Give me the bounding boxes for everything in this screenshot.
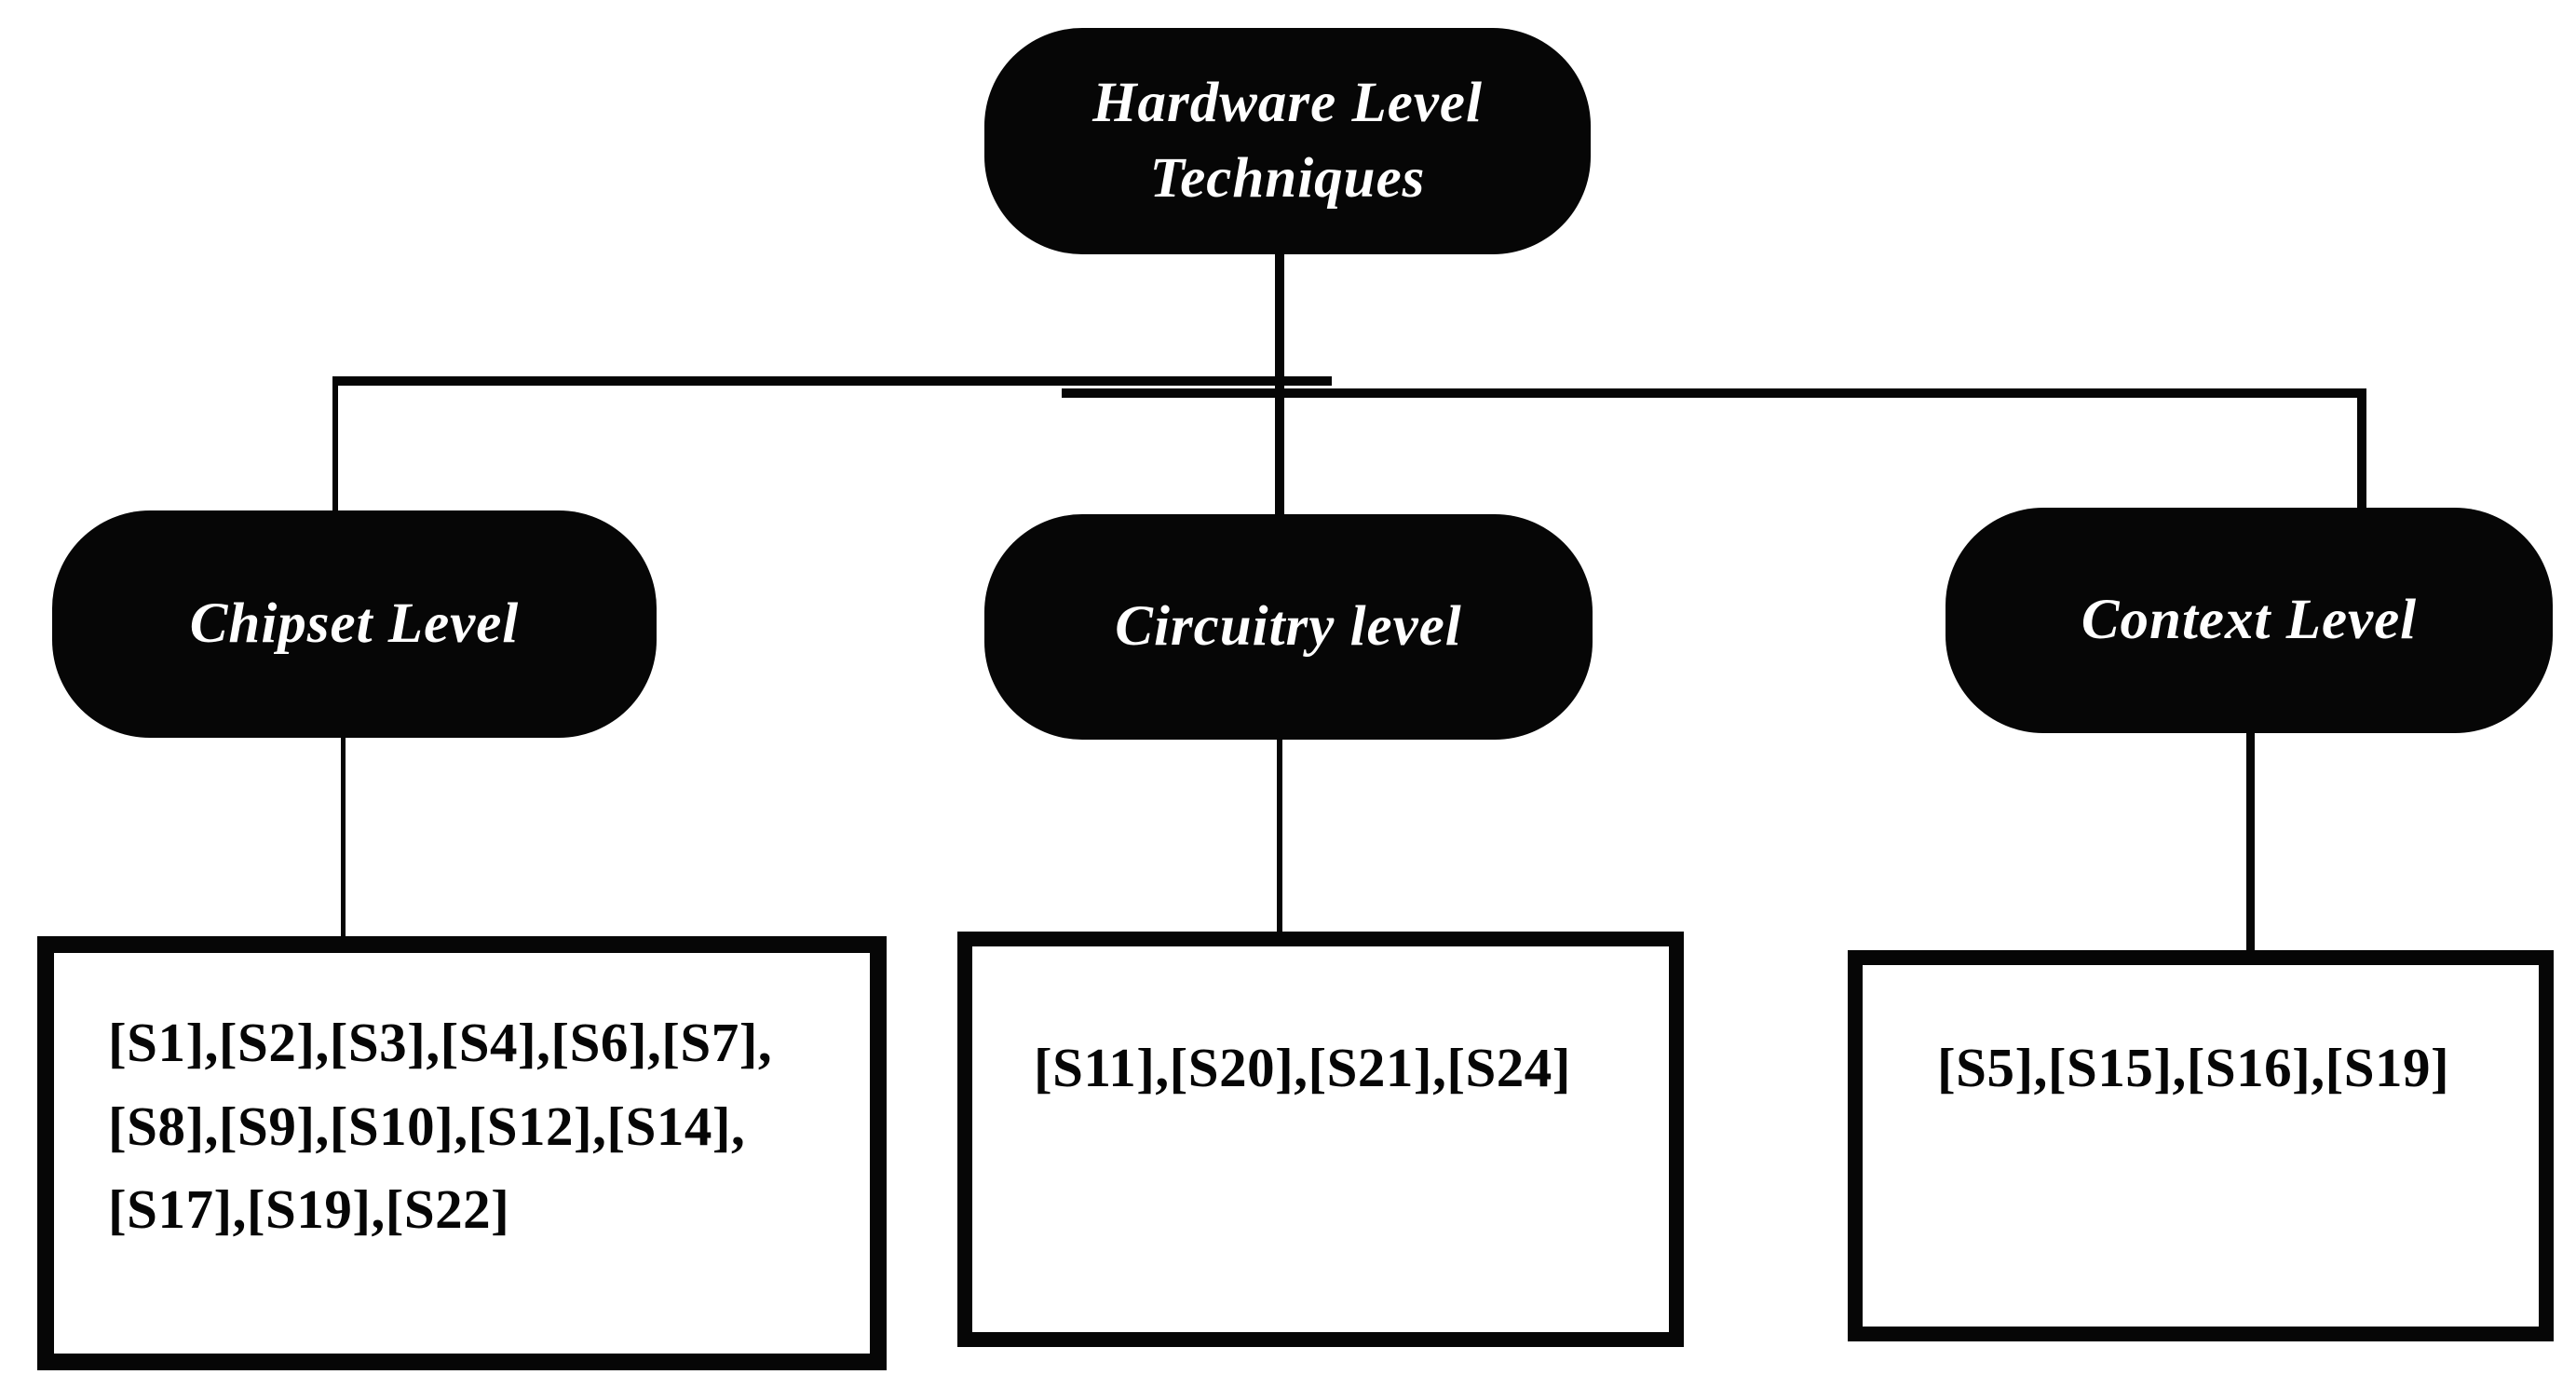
connector-context-to-box	[2246, 733, 2255, 961]
branch-node-circuitry-level: Circuitry level	[984, 514, 1593, 740]
root-node-hardware-level-techniques: Hardware Level Techniques	[984, 28, 1591, 254]
connector-horizontal-bar-left	[332, 376, 1332, 386]
citation-box-context-level: [S5],[S15],[S16],[S19]	[1848, 950, 2554, 1341]
branch-node-label: Chipset Level	[189, 592, 520, 655]
connector-drop-to-context	[2357, 388, 2366, 510]
branch-node-chipset-level: Chipset Level	[52, 510, 657, 738]
citation-line: [S5],[S15],[S16],[S19]	[1937, 1037, 2450, 1098]
citation-line: [S8],[S9],[S10],[S12],[S14],	[108, 1095, 746, 1157]
connector-horizontal-bar-right	[1062, 388, 2366, 398]
branch-node-context-level: Context Level	[1946, 508, 2553, 733]
branch-node-label: Circuitry level	[1115, 594, 1462, 658]
citation-line: [S17],[S19],[S22]	[108, 1178, 510, 1241]
connector-root-stem	[1275, 254, 1284, 520]
citation-line: [S1],[S2],[S3],[S4],[S6],[S7],	[108, 1012, 773, 1073]
citation-box-circuitry-level: [S11],[S20],[S21],[S24]	[957, 932, 1684, 1347]
connector-chipset-to-box	[341, 738, 346, 943]
branch-node-label: Context Level	[2081, 588, 2418, 651]
citation-line: [S11],[S20],[S21],[S24]	[1034, 1037, 1571, 1098]
connector-circuitry-to-box	[1277, 740, 1282, 937]
citation-box-chipset-level: [S1],[S2],[S3],[S4],[S6],[S7], [S8],[S9]…	[37, 936, 887, 1370]
root-node-label: Hardware Level Techniques	[1092, 71, 1483, 210]
connector-drop-to-chipset	[332, 376, 338, 512]
